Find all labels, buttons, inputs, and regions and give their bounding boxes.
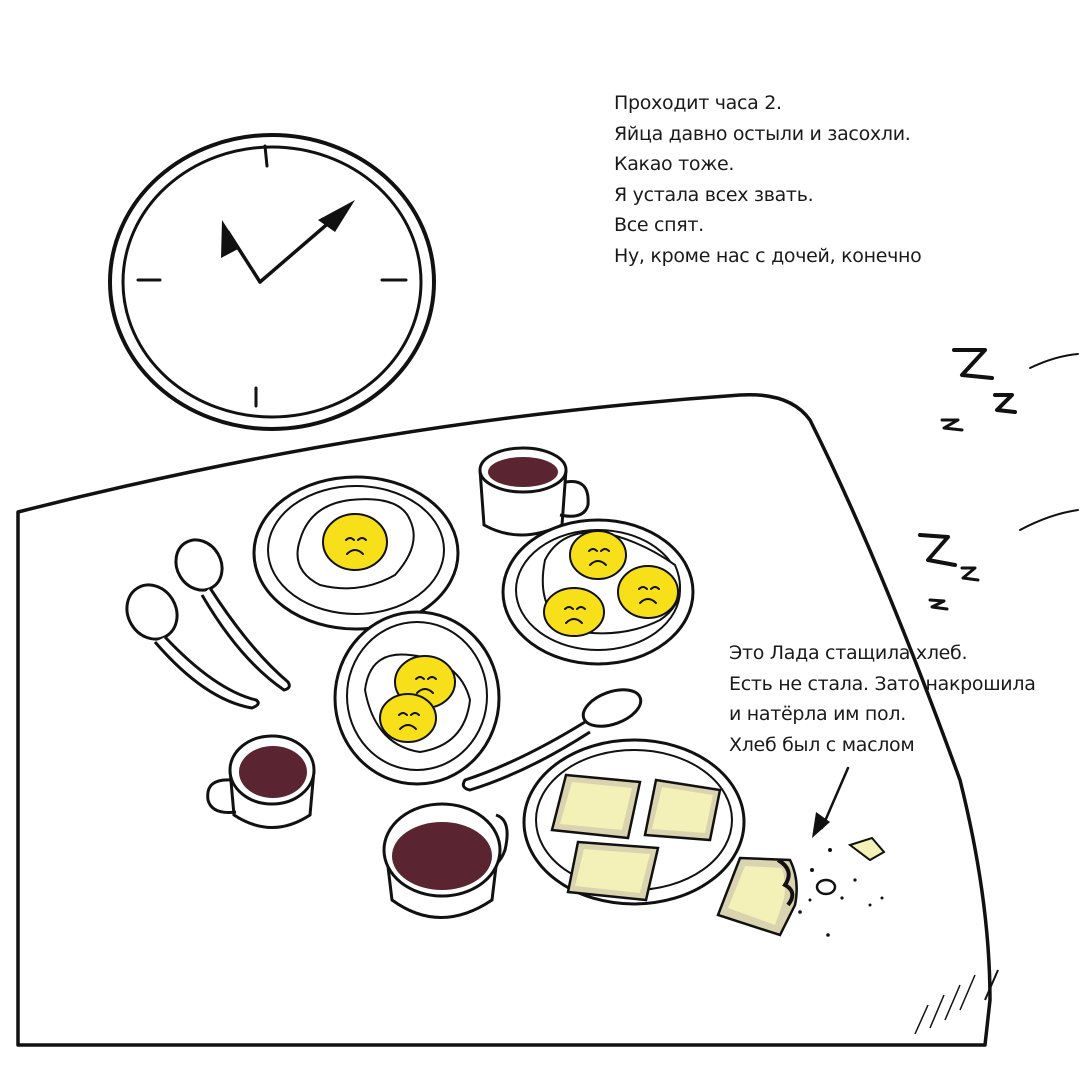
spoon-left-front xyxy=(125,583,260,710)
sleep-zzz-icon xyxy=(918,348,1079,611)
cocoa-cup-top xyxy=(478,446,590,537)
crumbs xyxy=(798,836,886,937)
cocoa-cup-bottom xyxy=(382,802,509,919)
spoon-middle xyxy=(461,688,643,792)
caption-line: Ну, кроме нас с дочей, конечно xyxy=(614,244,922,267)
spoon-left-back xyxy=(174,538,291,692)
plate-three-eggs xyxy=(501,518,695,666)
caption-line: Хлеб был с маслом xyxy=(729,733,915,756)
caption-time-passed: Проходит часа 2. Яйца давно остыли и зас… xyxy=(614,88,922,271)
cocoa-cup-left xyxy=(206,734,316,829)
caption-line: Это Лада стащила хлеб. xyxy=(729,642,968,664)
plate-single-egg xyxy=(252,475,460,631)
caption-line: Яйца давно остыли и засохли. xyxy=(614,122,911,145)
clock-minute-arrow xyxy=(318,200,355,232)
plate-two-eggs xyxy=(333,610,501,786)
caption-line: Какао тоже. xyxy=(614,153,735,175)
caption-line: Есть не стала. Зато накрошила xyxy=(729,672,1036,695)
caption-bread-note: Это Лада стащила хлеб. Есть не стала. За… xyxy=(729,638,1036,760)
caption-line: Я устала всех звать. xyxy=(614,183,814,206)
bitten-bread xyxy=(716,856,798,937)
caption-line: Проходит часа 2. xyxy=(614,92,782,114)
caption-line: и натёрла им пол. xyxy=(729,703,906,725)
wall-clock-icon xyxy=(108,133,436,431)
pointer-arrow-icon xyxy=(812,766,850,838)
clock-tick-12 xyxy=(263,144,269,168)
caption-line: Все спят. xyxy=(614,214,704,236)
plate-bread xyxy=(522,738,746,906)
clock-hour-arrow xyxy=(221,220,240,258)
